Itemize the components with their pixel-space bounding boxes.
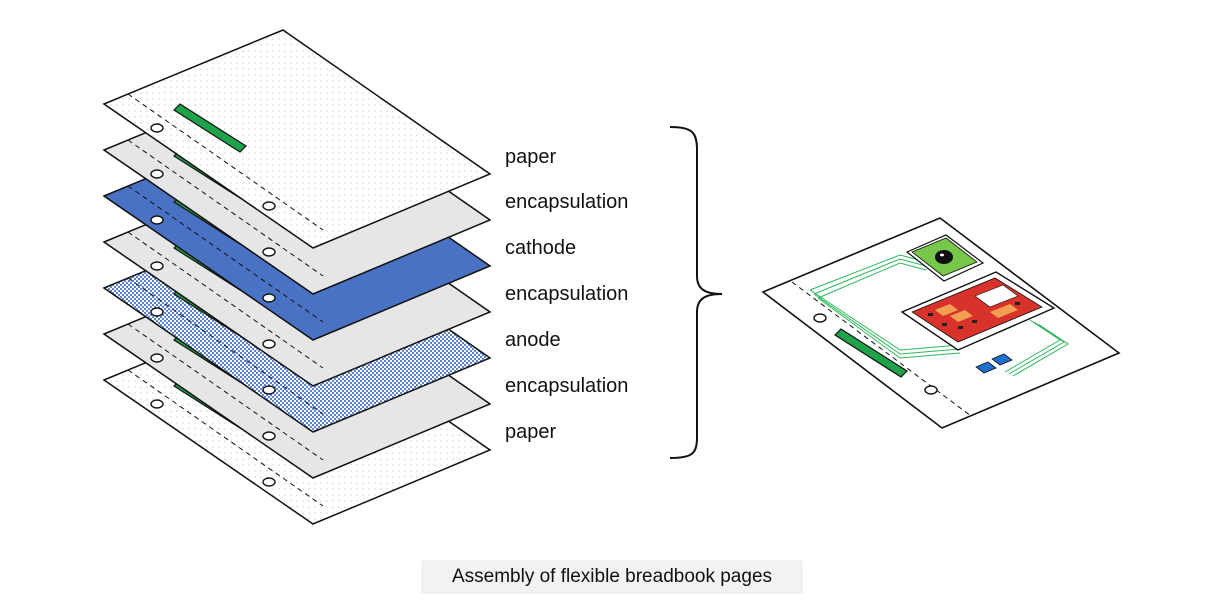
fold-line bbox=[127, 139, 324, 277]
connector-strip-icon bbox=[173, 103, 247, 153]
layer-label-cathode: cathode bbox=[505, 237, 576, 259]
sensor-lens-icon bbox=[935, 250, 953, 264]
figure-caption: Assembly of flexible breadbook pages bbox=[451, 566, 773, 587]
layer-stack bbox=[102, 29, 492, 525]
punch-hole-icon bbox=[262, 339, 276, 349]
curly-brace-icon bbox=[669, 126, 723, 459]
fold-line bbox=[127, 185, 324, 323]
fold-line bbox=[127, 369, 324, 507]
layer-label-paper-top: paper bbox=[505, 146, 556, 168]
circuit-board-components bbox=[928, 284, 1020, 329]
layer-paper bbox=[102, 29, 492, 249]
punch-hole-icon bbox=[262, 293, 276, 303]
assembled-page-fold-line bbox=[791, 281, 972, 417]
circuit-traces bbox=[809, 254, 1069, 377]
punch-hole-icon bbox=[150, 169, 164, 179]
punch-hole-icon bbox=[150, 307, 164, 317]
layer-sheet bbox=[102, 29, 492, 249]
fold-line bbox=[127, 231, 324, 369]
fold-line bbox=[127, 277, 324, 415]
punch-hole-icon bbox=[150, 353, 164, 363]
layer-labels: paper encapsulation cathode encapsulatio… bbox=[505, 146, 628, 443]
fold-line bbox=[127, 323, 324, 461]
layer-label-encapsulation-1: encapsulation bbox=[505, 191, 628, 213]
connector-strip-icon bbox=[834, 328, 908, 378]
layer-label-paper-bottom: paper bbox=[505, 421, 556, 443]
punch-hole-icon bbox=[150, 123, 164, 133]
layer-label-encapsulation-2: encapsulation bbox=[505, 283, 628, 305]
punch-hole-icon bbox=[813, 313, 827, 323]
punch-hole-icon bbox=[262, 477, 276, 487]
layer-label-anode: anode bbox=[505, 329, 561, 351]
chip-icon bbox=[991, 353, 1013, 366]
punch-hole-icon bbox=[150, 399, 164, 409]
punch-hole-icon bbox=[262, 247, 276, 257]
caption-box: Assembly of flexible breadbook pages bbox=[421, 560, 803, 594]
chip-icon bbox=[975, 361, 997, 374]
sensor-lens-highlight bbox=[940, 253, 944, 257]
layer-label-encapsulation-3: encapsulation bbox=[505, 375, 628, 397]
punch-hole-icon bbox=[924, 385, 938, 395]
punch-hole-icon bbox=[150, 215, 164, 225]
fold-line bbox=[127, 93, 324, 231]
punch-hole-icon bbox=[150, 261, 164, 271]
punch-hole-icon bbox=[262, 385, 276, 395]
punch-hole-icon bbox=[262, 201, 276, 211]
assembled-page bbox=[761, 217, 1121, 429]
punch-hole-icon bbox=[262, 431, 276, 441]
